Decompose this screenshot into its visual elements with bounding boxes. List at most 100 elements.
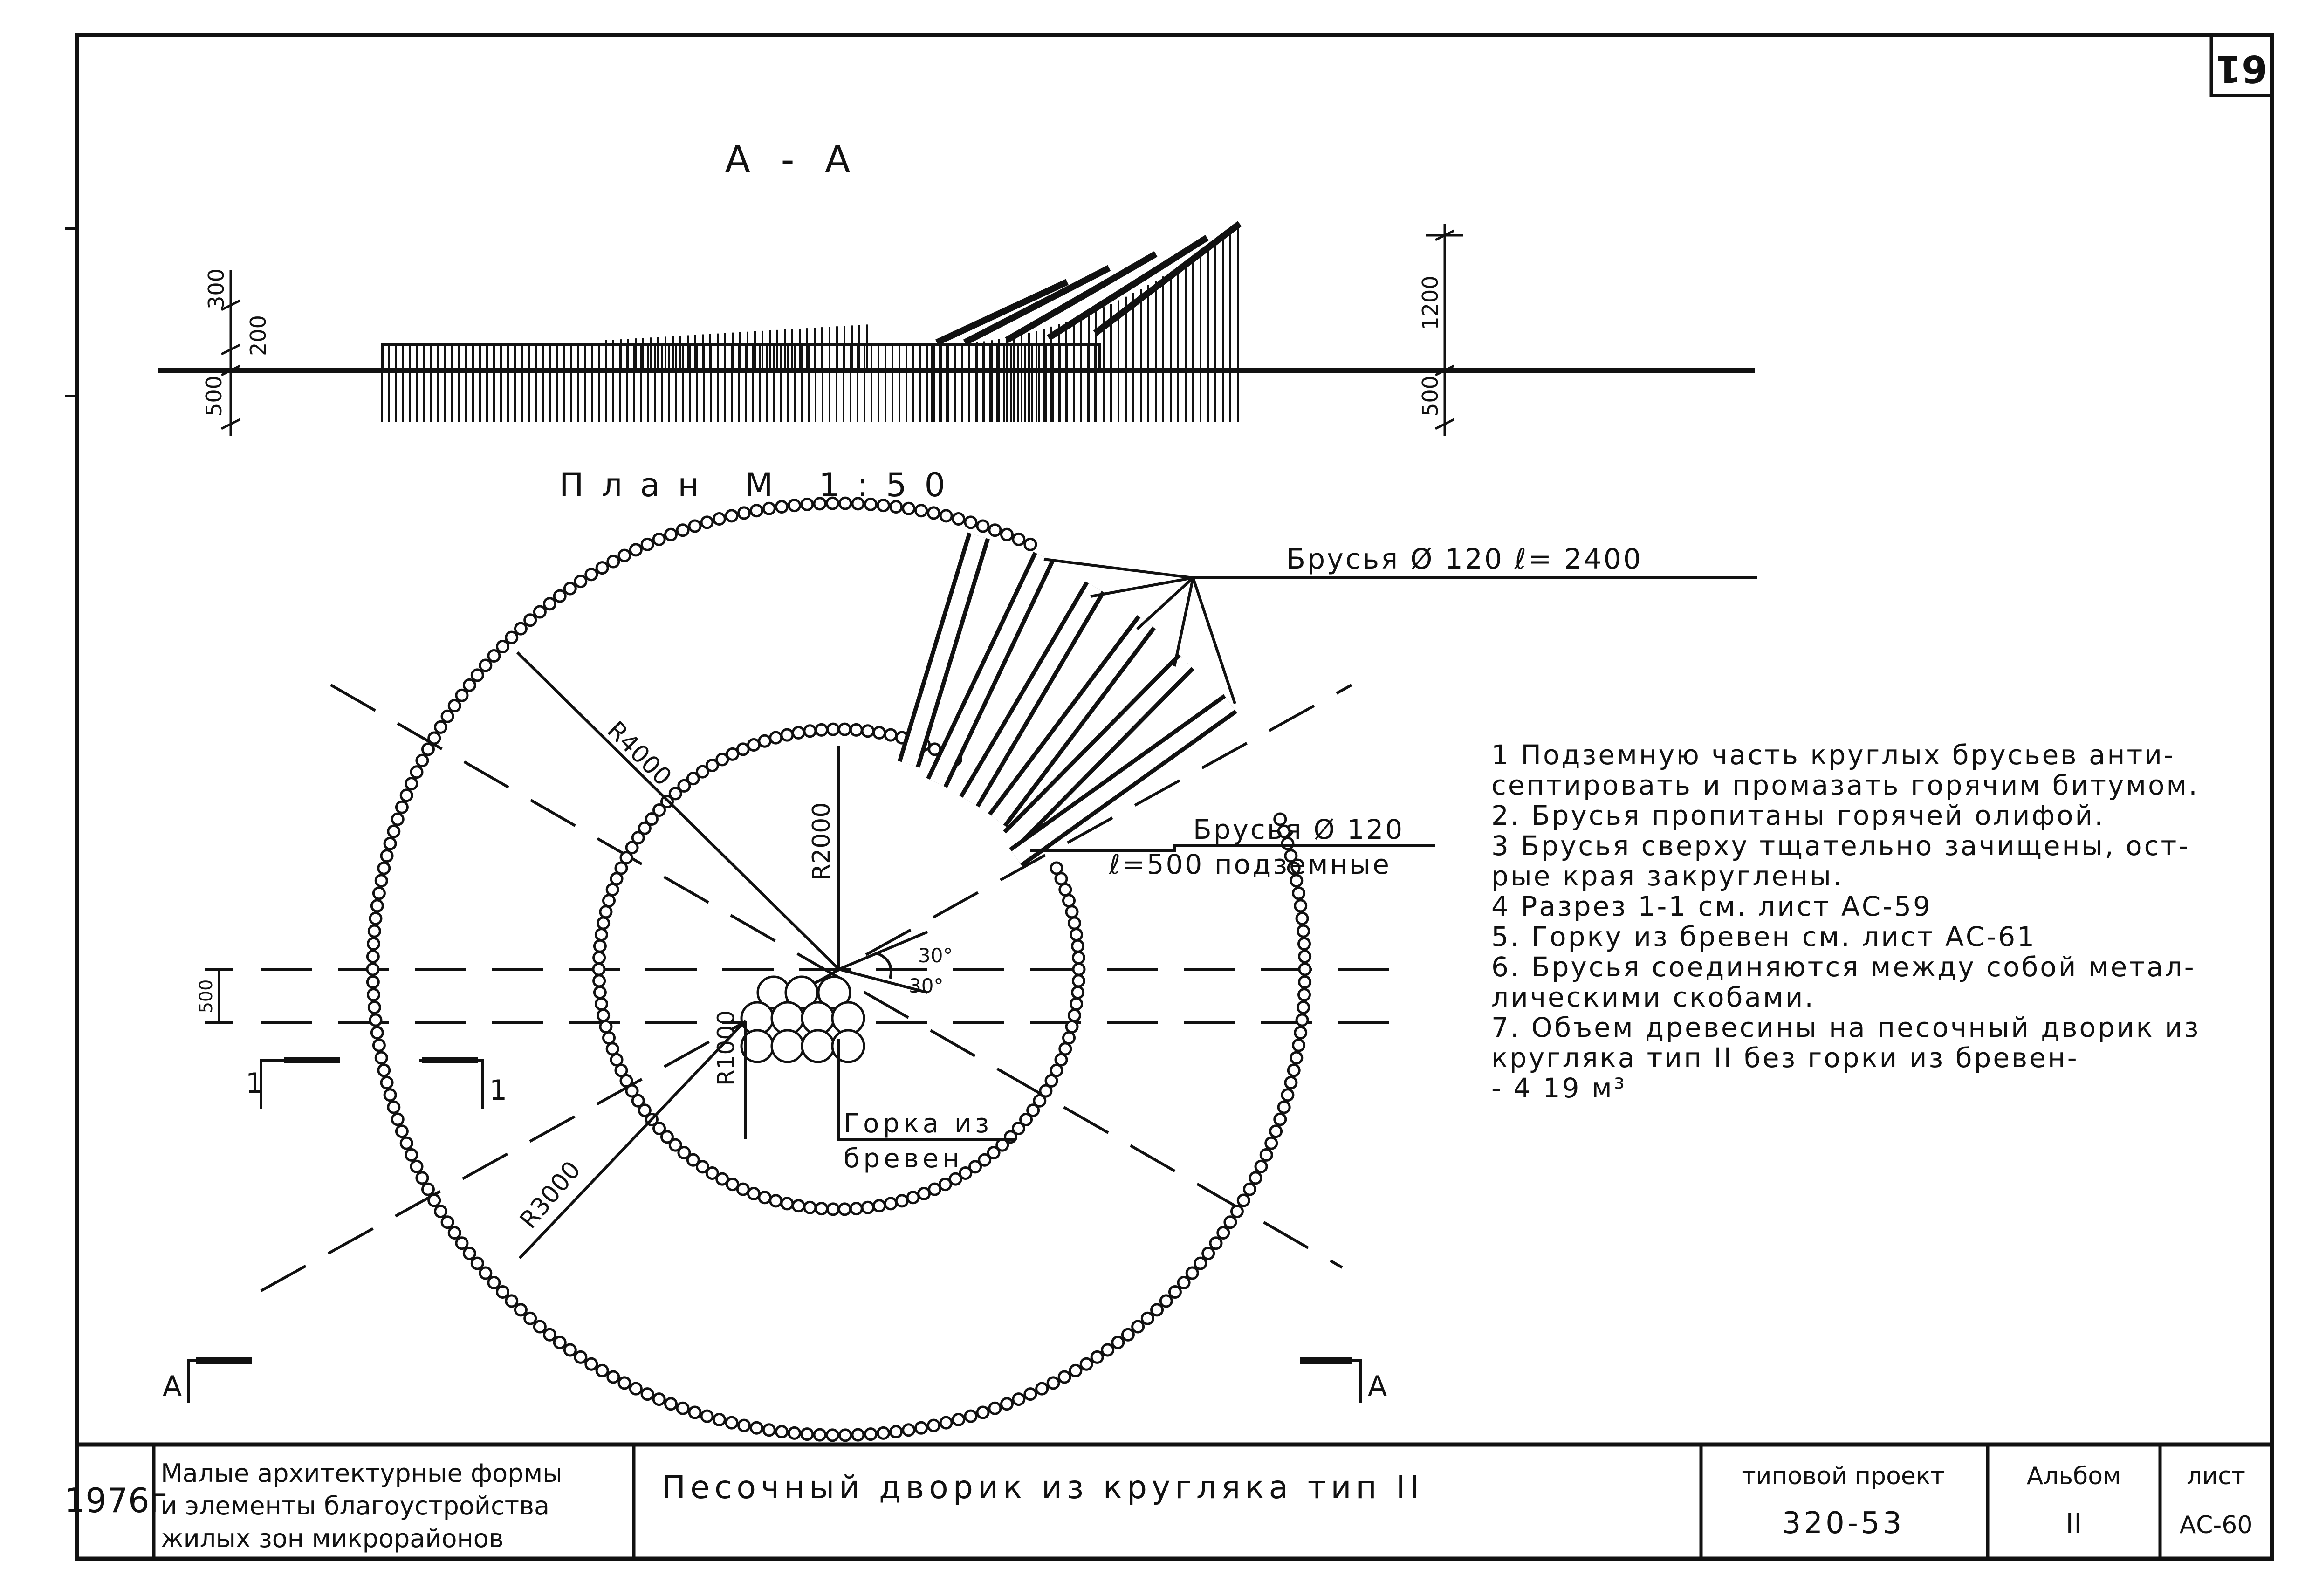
log <box>1070 997 1084 1011</box>
sheet-label: лист <box>2187 1462 2245 1490</box>
log <box>978 1153 992 1167</box>
log <box>1287 861 1301 875</box>
log <box>523 613 537 627</box>
log <box>902 1423 916 1437</box>
log <box>952 512 966 526</box>
hill-label-2: бревен <box>844 1144 963 1174</box>
log <box>1273 1112 1287 1126</box>
log <box>625 841 639 855</box>
log <box>1236 1193 1250 1207</box>
plan-view: План М 1:50 <box>163 466 1757 1442</box>
log <box>366 962 380 976</box>
log <box>645 812 659 826</box>
log <box>1297 1000 1310 1014</box>
log <box>595 1363 609 1377</box>
log <box>599 905 613 919</box>
log <box>872 1199 886 1213</box>
log <box>737 1418 751 1432</box>
log <box>592 962 606 976</box>
log <box>440 709 454 723</box>
log <box>440 1215 454 1229</box>
log <box>769 731 783 745</box>
log <box>686 772 700 786</box>
log <box>1050 861 1063 875</box>
log <box>758 1191 772 1205</box>
log <box>668 787 682 801</box>
log <box>914 504 928 518</box>
log <box>1012 1392 1026 1406</box>
log <box>592 974 606 988</box>
log <box>606 555 620 569</box>
log <box>462 1247 476 1260</box>
log <box>889 500 903 514</box>
log <box>470 1256 484 1270</box>
log <box>902 501 916 515</box>
note-line: 4 Разрез 1-1 см. лист АС-59 <box>1491 890 1932 922</box>
dim-500-left: 500 <box>201 376 226 417</box>
log <box>592 951 606 965</box>
log <box>370 1026 384 1040</box>
log <box>1062 894 1076 908</box>
log <box>851 497 865 511</box>
log <box>688 519 702 533</box>
log <box>543 597 557 611</box>
log <box>861 724 875 738</box>
log <box>1044 1074 1058 1088</box>
log <box>1201 1247 1215 1260</box>
log <box>861 1200 875 1214</box>
underground-label-2: ℓ=500 подземные <box>1109 849 1391 880</box>
log <box>788 1426 802 1440</box>
log <box>749 1421 763 1435</box>
log <box>677 1146 691 1160</box>
log <box>737 506 751 520</box>
log <box>791 1199 805 1213</box>
log <box>664 527 678 541</box>
log <box>652 1122 666 1136</box>
log <box>387 1100 401 1114</box>
note-line: 1 Подземную часть круглых брусьев анти- <box>1491 739 2175 771</box>
log <box>1121 1328 1135 1342</box>
note-line: 7. Объем древесины на песочный дворик из <box>1491 1012 2201 1043</box>
log <box>762 1423 776 1437</box>
section-posts <box>381 221 1242 422</box>
log <box>948 1172 962 1186</box>
log <box>487 1276 501 1290</box>
album-label: Альбом <box>2027 1462 2121 1490</box>
log <box>617 1376 631 1390</box>
log <box>372 1038 386 1052</box>
log <box>543 1328 557 1342</box>
log <box>1223 1215 1237 1229</box>
slope-beam <box>963 265 1111 346</box>
log <box>367 924 381 938</box>
log <box>964 515 978 529</box>
log <box>455 1236 469 1250</box>
log <box>638 1103 652 1117</box>
log <box>1058 1042 1072 1056</box>
log <box>1297 988 1311 1002</box>
log <box>813 497 827 511</box>
log <box>1295 1013 1309 1027</box>
log <box>399 1136 413 1150</box>
log <box>926 506 940 520</box>
drawing-title: Песочный дворик из кругляка тип II <box>662 1469 1424 1506</box>
log-hill <box>740 975 865 1063</box>
log <box>775 500 789 514</box>
note-line: септировать и промазать горячим битумом. <box>1491 769 2199 801</box>
log <box>1277 824 1291 838</box>
log <box>610 1053 624 1067</box>
log <box>715 753 729 767</box>
log <box>676 523 690 537</box>
beam-fill <box>1006 656 1192 844</box>
hill-label-1: Горка из <box>844 1109 993 1139</box>
note-line: 6. Брусья соединяются между собой метал- <box>1491 951 2196 983</box>
log <box>405 1148 418 1162</box>
log <box>838 496 852 510</box>
plan-title: План М 1:50 <box>559 466 963 504</box>
note-line: 2. Брусья пропитаны горячей олифой. <box>1491 800 2105 831</box>
series-line-1: Малые архитектурные формы <box>161 1459 563 1488</box>
log <box>447 699 461 713</box>
outer-ring-logs <box>366 496 1312 1442</box>
log <box>1290 1051 1304 1065</box>
log <box>769 1194 783 1208</box>
